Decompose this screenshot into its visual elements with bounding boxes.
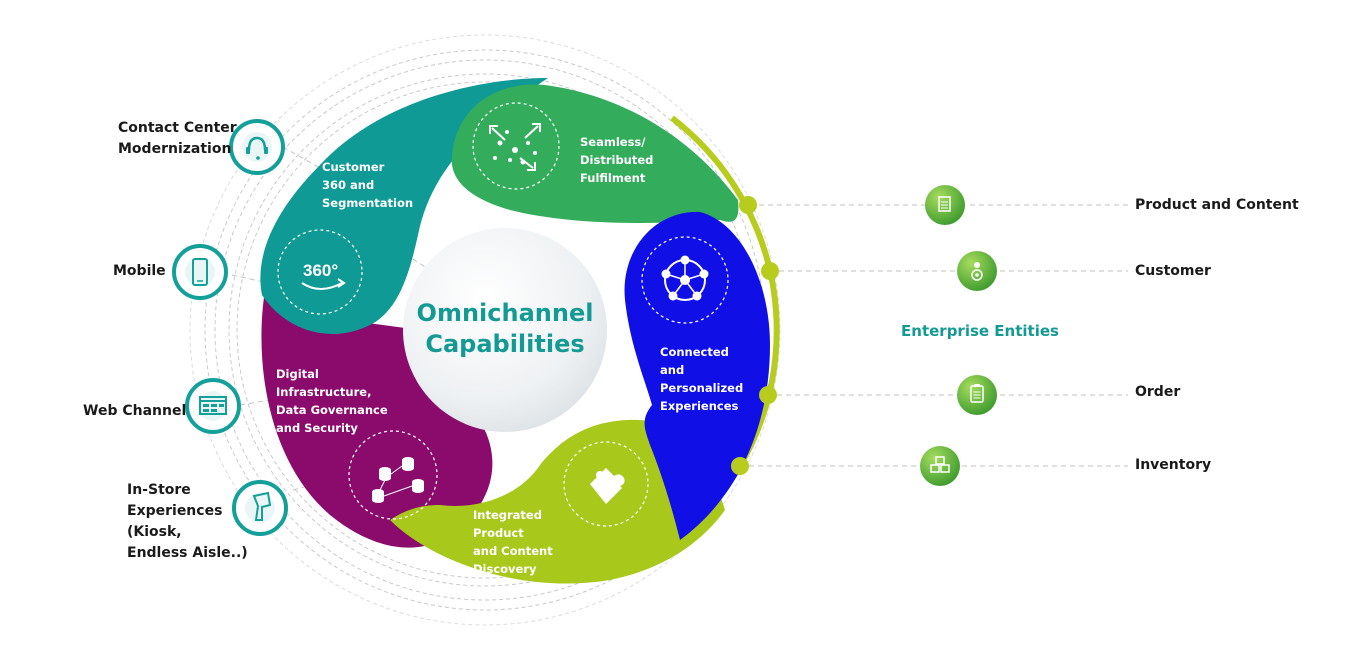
360-icon: 360° bbox=[301, 261, 346, 290]
segment-label-discovery: Integrated Product and Content Discovery bbox=[473, 508, 553, 576]
entity-label-customer: Customer bbox=[1135, 263, 1211, 279]
channel-icon-in-store[interactable] bbox=[232, 480, 288, 536]
center-title: Omnichannel Capabilities bbox=[405, 298, 605, 360]
capability-wheel bbox=[260, 78, 770, 584]
channel-label-contact-center: Contact Center Modernization bbox=[118, 120, 237, 157]
channel-label-web: Web Channel bbox=[83, 403, 187, 419]
channel-icon-contact-center[interactable] bbox=[229, 119, 285, 175]
document-icon bbox=[938, 196, 951, 212]
puzzle-icon bbox=[590, 468, 625, 504]
entity-label-order: Order bbox=[1135, 384, 1181, 400]
segment-label-infrastructure: Digital Infrastructure, Data Governance … bbox=[276, 367, 388, 435]
person-target-icon bbox=[974, 262, 980, 268]
channel-label-mobile: Mobile bbox=[113, 263, 166, 279]
segment-customer-360[interactable] bbox=[260, 78, 548, 334]
web-window-icon bbox=[199, 396, 227, 415]
segment-label-connected: Connected and Personalized Experiences bbox=[660, 345, 744, 413]
segment-icon-rings bbox=[277, 102, 729, 527]
channel-icon-web[interactable] bbox=[185, 378, 241, 434]
segment-connected[interactable] bbox=[624, 211, 770, 540]
boxes-icon bbox=[930, 456, 950, 473]
channel-icon-mobile[interactable] bbox=[172, 244, 228, 300]
kiosk-icon bbox=[252, 491, 272, 521]
segment-discovery[interactable] bbox=[390, 419, 725, 584]
headset-icon bbox=[247, 136, 267, 151]
entity-icon-product-content[interactable] bbox=[925, 185, 965, 225]
entity-label-product-content: Product and Content bbox=[1135, 197, 1299, 213]
center-title-line2: Capabilities bbox=[425, 330, 585, 358]
segment-fulfilment[interactable] bbox=[451, 84, 739, 223]
entity-nodes bbox=[731, 196, 779, 475]
entity-label-inventory: Inventory bbox=[1135, 457, 1212, 473]
entity-icon-customer[interactable] bbox=[957, 251, 997, 291]
database-network-icon bbox=[372, 457, 424, 503]
segment-label-fulfilment: Seamless/ Distributed Fulfilment bbox=[580, 135, 654, 185]
center-circle bbox=[403, 228, 607, 432]
entities-title: Enterprise Entities bbox=[901, 322, 1059, 340]
svg-text:360°: 360° bbox=[303, 261, 338, 280]
center-title-line1: Omnichannel bbox=[416, 299, 594, 327]
channel-label-in-store: In-Store Experiences (Kiosk, Endless Ais… bbox=[127, 482, 248, 561]
mobile-phone-icon bbox=[192, 258, 208, 286]
entity-icon-inventory[interactable] bbox=[920, 446, 960, 486]
network-icon bbox=[661, 255, 709, 301]
entity-icon-order[interactable] bbox=[957, 375, 997, 415]
scatter-arrows-icon bbox=[489, 123, 541, 171]
segment-label-customer-360: Customer 360 and Segmentation bbox=[322, 160, 414, 210]
